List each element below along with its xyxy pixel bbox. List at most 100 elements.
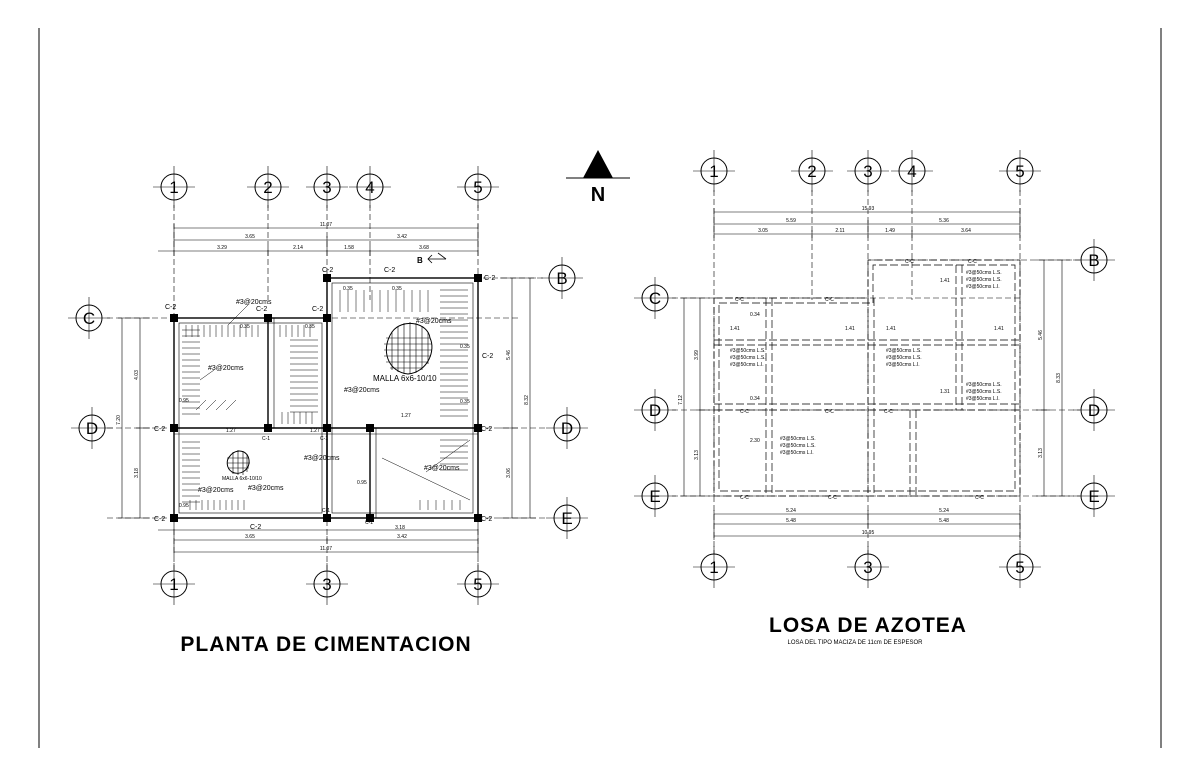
left-dim-bot-a: 3.65 <box>245 534 255 540</box>
axis-label: E <box>649 487 660 506</box>
right-dim-bot-d: 5.48 <box>939 518 949 524</box>
rebar-note: #3@50cms L.I. <box>966 396 1000 402</box>
col-label: C-2 <box>154 516 165 523</box>
axis-label: 3 <box>863 162 872 181</box>
left-dim-bot-total: 11.07 <box>320 546 332 552</box>
axis-label: 4 <box>365 178 374 197</box>
axis-bubble: D <box>71 407 113 449</box>
span-label: 2.30 <box>750 438 760 444</box>
right-dim-seg4: 3.64 <box>961 228 971 234</box>
axis-bubble: 1 <box>153 563 195 605</box>
right-grid-lines <box>672 190 1080 560</box>
left-rebar-ticks <box>182 289 468 510</box>
north-arrow: N <box>566 150 630 206</box>
right-dim-left-a: 3.99 <box>694 350 700 360</box>
axis-label: D <box>1088 401 1100 420</box>
dim-small: 0.35 <box>460 399 470 405</box>
north-label: N <box>591 184 605 206</box>
col-label: C-2 <box>482 353 493 360</box>
axis-bubbles: 1 2 3 4 5 1 3 5 C D B D E 1 2 3 4 5 1 3 … <box>68 150 1115 605</box>
col-label: C-2 <box>322 267 333 274</box>
right-dim-bottom <box>713 510 1021 540</box>
left-leaders <box>199 304 471 501</box>
right-dim-left <box>680 297 710 497</box>
left-dim-seg3: 1.58 <box>344 245 354 251</box>
span-label: 1.31 <box>940 389 950 395</box>
dim-small: 0.95 <box>179 398 189 404</box>
rebar-note: #3@50cms L.I. <box>966 284 1000 290</box>
beam-label: C-C <box>884 409 893 415</box>
left-dim-bottom <box>158 526 479 556</box>
left-dim-seg4: 3.68 <box>419 245 429 251</box>
col-label: C-1 <box>320 436 328 442</box>
span-label: 1.41 <box>730 326 740 332</box>
axis-bubble: D <box>1073 389 1115 431</box>
axis-bubble: 1 <box>693 546 735 588</box>
axis-bubble: D <box>546 407 588 449</box>
axis-bubble: 5 <box>999 150 1041 192</box>
right-dim-bot-total: 10.95 <box>862 530 875 536</box>
rebar-note: #3@50cms L.S. <box>966 270 1002 276</box>
axis-label: D <box>561 419 573 438</box>
span-label: 1.41 <box>886 326 896 332</box>
right-dim-bot-b: 5.24 <box>939 508 949 514</box>
rebar-note: #3@50cms L.S. <box>780 443 816 449</box>
span-label: 0.34 <box>750 312 760 318</box>
rebar-note: #3@50cms L.S. <box>730 348 766 354</box>
left-dim-top-b: 3.42 <box>397 234 407 240</box>
axis-label: 3 <box>863 558 872 577</box>
axis-bubble: 4 <box>349 166 391 208</box>
right-dim-right-total: 8.33 <box>1056 373 1062 383</box>
beam-label: C-C <box>975 495 984 501</box>
dim-small: 0.95 <box>357 480 367 486</box>
rebar-label: #3@20cms <box>344 387 380 394</box>
col-label: C-2 <box>154 426 165 433</box>
left-dim-right-a: 5.46 <box>506 350 512 360</box>
right-dim-left-total: 7.12 <box>678 395 684 405</box>
right-dim-seg2: 2.11 <box>835 228 845 234</box>
span-label: 1.41 <box>994 326 1004 332</box>
axis-label: 1 <box>169 575 178 594</box>
col-label: C-2 <box>312 306 323 313</box>
axis-bubble: 2 <box>791 150 833 192</box>
left-columns <box>170 274 482 522</box>
col-label: C-2 <box>165 304 176 311</box>
axis-label: 2 <box>807 162 816 181</box>
right-dim-top-a: 5.59 <box>786 218 796 224</box>
axis-bubble: E <box>546 497 588 539</box>
rebar-note: #3@50cms L.S. <box>780 436 816 442</box>
axis-bubble: 1 <box>693 150 735 192</box>
col-label: C-2 <box>484 275 495 282</box>
axis-label: D <box>649 401 661 420</box>
right-slab-beams <box>713 259 1021 497</box>
beam-label: C-C <box>825 409 834 415</box>
left-dim-seg2: 2.14 <box>293 245 303 251</box>
mesh-label-small: MALLA 6x6-10/10 <box>222 476 262 482</box>
left-dim-left-b: 3.18 <box>134 468 140 478</box>
left-dim-right-total: 8.32 <box>524 395 530 405</box>
left-dim-left <box>118 317 150 519</box>
axis-bubble: E <box>1073 475 1115 517</box>
axis-bubble: C <box>68 297 110 339</box>
left-dim-left-a: 4.03 <box>134 370 140 380</box>
rebar-note: #3@50cms L.I. <box>730 362 764 368</box>
right-dim-bot-a: 5.24 <box>786 508 796 514</box>
rebar-note: #3@50cms L.S. <box>730 355 766 361</box>
axis-label: 1 <box>709 162 718 181</box>
rebar-note: #3@50cms L.S. <box>966 277 1002 283</box>
axis-bubble: 2 <box>247 166 289 208</box>
axis-bubble: 5 <box>457 563 499 605</box>
left-dim-right-b: 3.06 <box>506 468 512 478</box>
dim-small: 0.35 <box>460 344 470 350</box>
axis-bubble: 3 <box>847 150 889 192</box>
col-label: C-1 <box>262 436 270 442</box>
title-azotea: LOSA DE AZOTEA <box>769 614 967 637</box>
beam-label: C-C <box>905 259 914 265</box>
axis-label: 3 <box>322 178 331 197</box>
right-dim-bot-c: 5.48 <box>786 518 796 524</box>
axis-bubble: C <box>634 277 676 319</box>
rebar-note: #3@50cms L.S. <box>966 382 1002 388</box>
axis-bubble: 3 <box>306 563 348 605</box>
rebar-label: #3@20cms <box>416 318 452 325</box>
axis-label: 2 <box>263 178 272 197</box>
